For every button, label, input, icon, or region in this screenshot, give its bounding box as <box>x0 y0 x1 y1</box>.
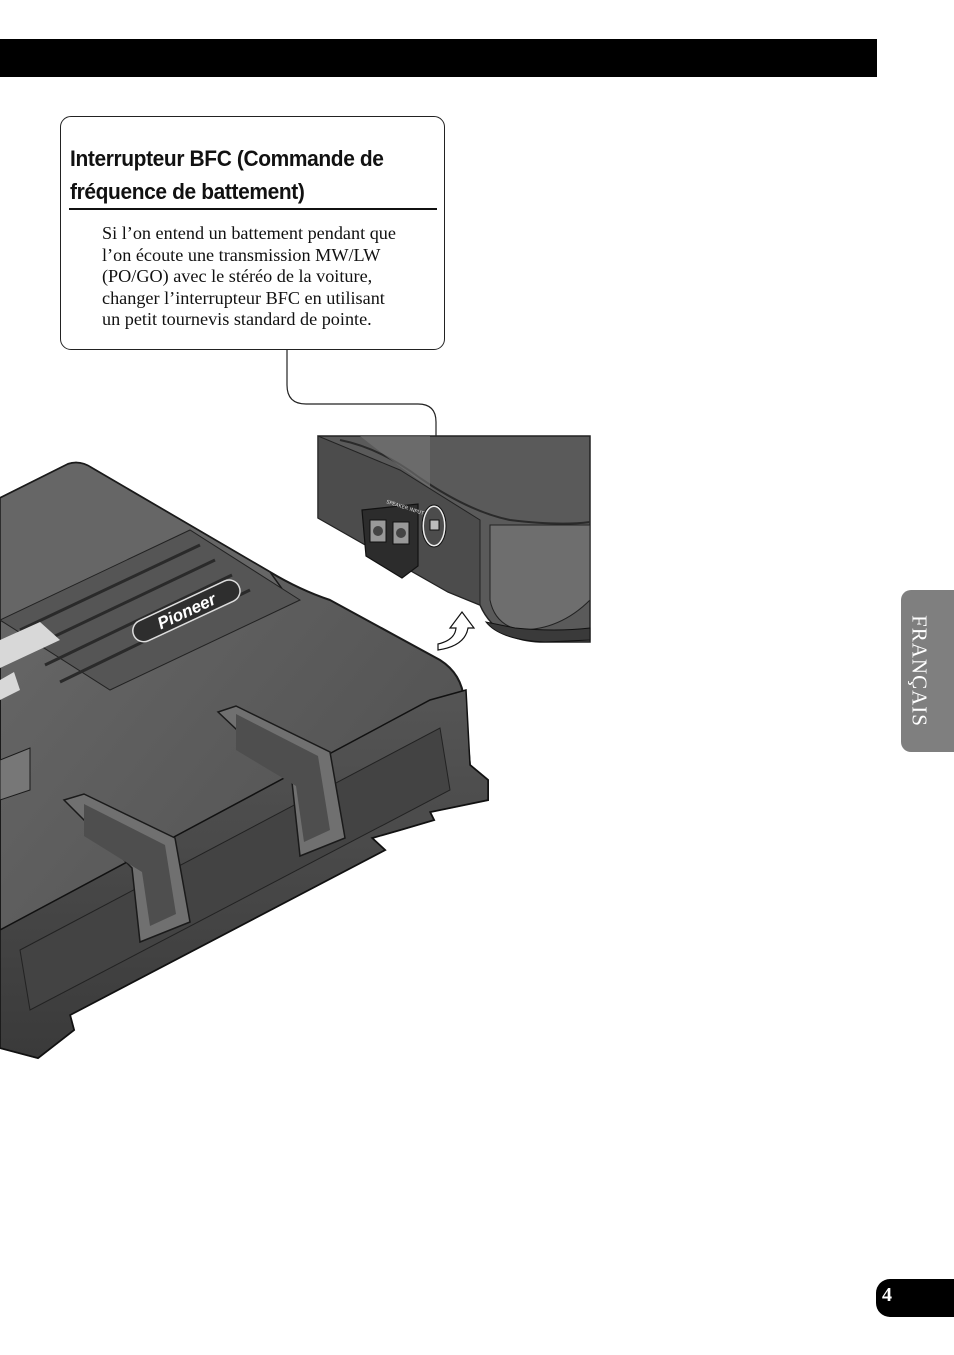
page-number-tab <box>876 1279 954 1317</box>
callout-title-line: Interrupteur BFC (Commande de <box>70 146 384 171</box>
page-number: 4 <box>882 1284 892 1306</box>
leader-line <box>286 350 437 508</box>
title-underline <box>69 208 437 210</box>
language-tab <box>901 590 954 752</box>
closeup-view: SPEAKER INPUT <box>317 435 591 651</box>
callout-title: Interrupteur BFC (Commande de fréquence … <box>70 142 412 208</box>
body-line: changer l’interrupteur BFC en utilisant <box>102 287 385 308</box>
language-label: FRANÇAIS <box>907 615 932 727</box>
header-bar <box>0 39 877 77</box>
body-line: l’on écoute une transmission MW/LW <box>102 244 381 265</box>
body-line: (PO/GO) avec le stéréo de la voiture, <box>102 266 373 286</box>
amplifier-body: Pioneer <box>0 461 489 1060</box>
callout-body: Si l’on entend un battement pendant que … <box>102 223 442 331</box>
body-line: Si l’on entend un battement pendant que <box>102 223 396 243</box>
callout-title-line: fréquence de battement) <box>70 179 305 204</box>
body-line: un petit tournevis standard de pointe. <box>102 309 372 329</box>
curved-up-arrow-icon <box>437 611 476 651</box>
bfc-switch-icon <box>429 519 440 531</box>
speaker-input-terminal <box>361 503 419 579</box>
bfc-callout-box: Interrupteur BFC (Commande de fréquence … <box>60 116 445 350</box>
